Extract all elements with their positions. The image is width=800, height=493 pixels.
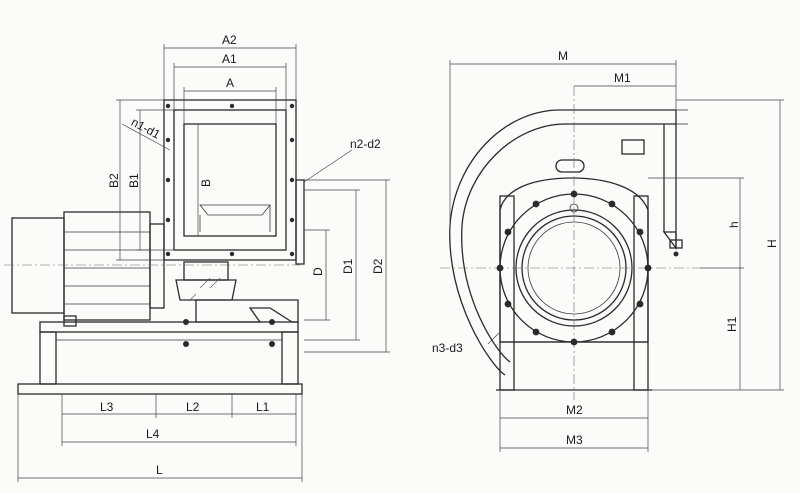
bearing-pedestal xyxy=(175,261,299,347)
front-view: M M1 M2 M3 H h H1 n3-d3 xyxy=(432,49,784,452)
dimension-lines-right xyxy=(303,149,390,353)
housing-side xyxy=(163,99,305,265)
side-view: A2 A1 A B B1 B2 n1-d1 n2-d2 D D1 D2 L3 L… xyxy=(4,33,390,482)
label-L: L xyxy=(156,463,163,477)
label-H1: H1 xyxy=(725,316,739,332)
label-M: M xyxy=(558,49,568,63)
label-n3-d3: n3-d3 xyxy=(432,341,463,355)
label-A1: A1 xyxy=(222,52,237,66)
label-L2: L2 xyxy=(186,400,200,414)
label-D: D xyxy=(311,267,325,276)
label-L4: L4 xyxy=(146,427,160,441)
label-n1-d1: n1-d1 xyxy=(129,115,163,142)
dimension-lines-top xyxy=(163,44,297,124)
label-A: A xyxy=(226,76,234,90)
label-M3: M3 xyxy=(566,433,583,447)
label-H: H xyxy=(765,239,779,248)
inlet-rings xyxy=(440,86,700,400)
label-B: B xyxy=(199,179,213,187)
label-L3: L3 xyxy=(100,400,114,414)
scroll-housing xyxy=(449,109,688,376)
label-L1: L1 xyxy=(256,400,270,414)
motor xyxy=(4,211,300,327)
label-D2: D2 xyxy=(371,258,385,274)
label-B2: B2 xyxy=(107,173,121,188)
label-h: h xyxy=(727,221,741,228)
label-M1: M1 xyxy=(614,71,631,85)
bolt-circle xyxy=(496,190,652,346)
label-A2: A2 xyxy=(222,33,237,47)
dimension-lines-bottom xyxy=(17,394,303,482)
label-n2-d2: n2-d2 xyxy=(350,137,381,151)
front-dimension-lines xyxy=(449,60,784,452)
label-D1: D1 xyxy=(341,258,355,274)
dimension-lines-left xyxy=(116,99,199,261)
label-M2: M2 xyxy=(566,403,583,417)
label-B1: B1 xyxy=(127,173,141,188)
base-frame xyxy=(17,321,303,395)
